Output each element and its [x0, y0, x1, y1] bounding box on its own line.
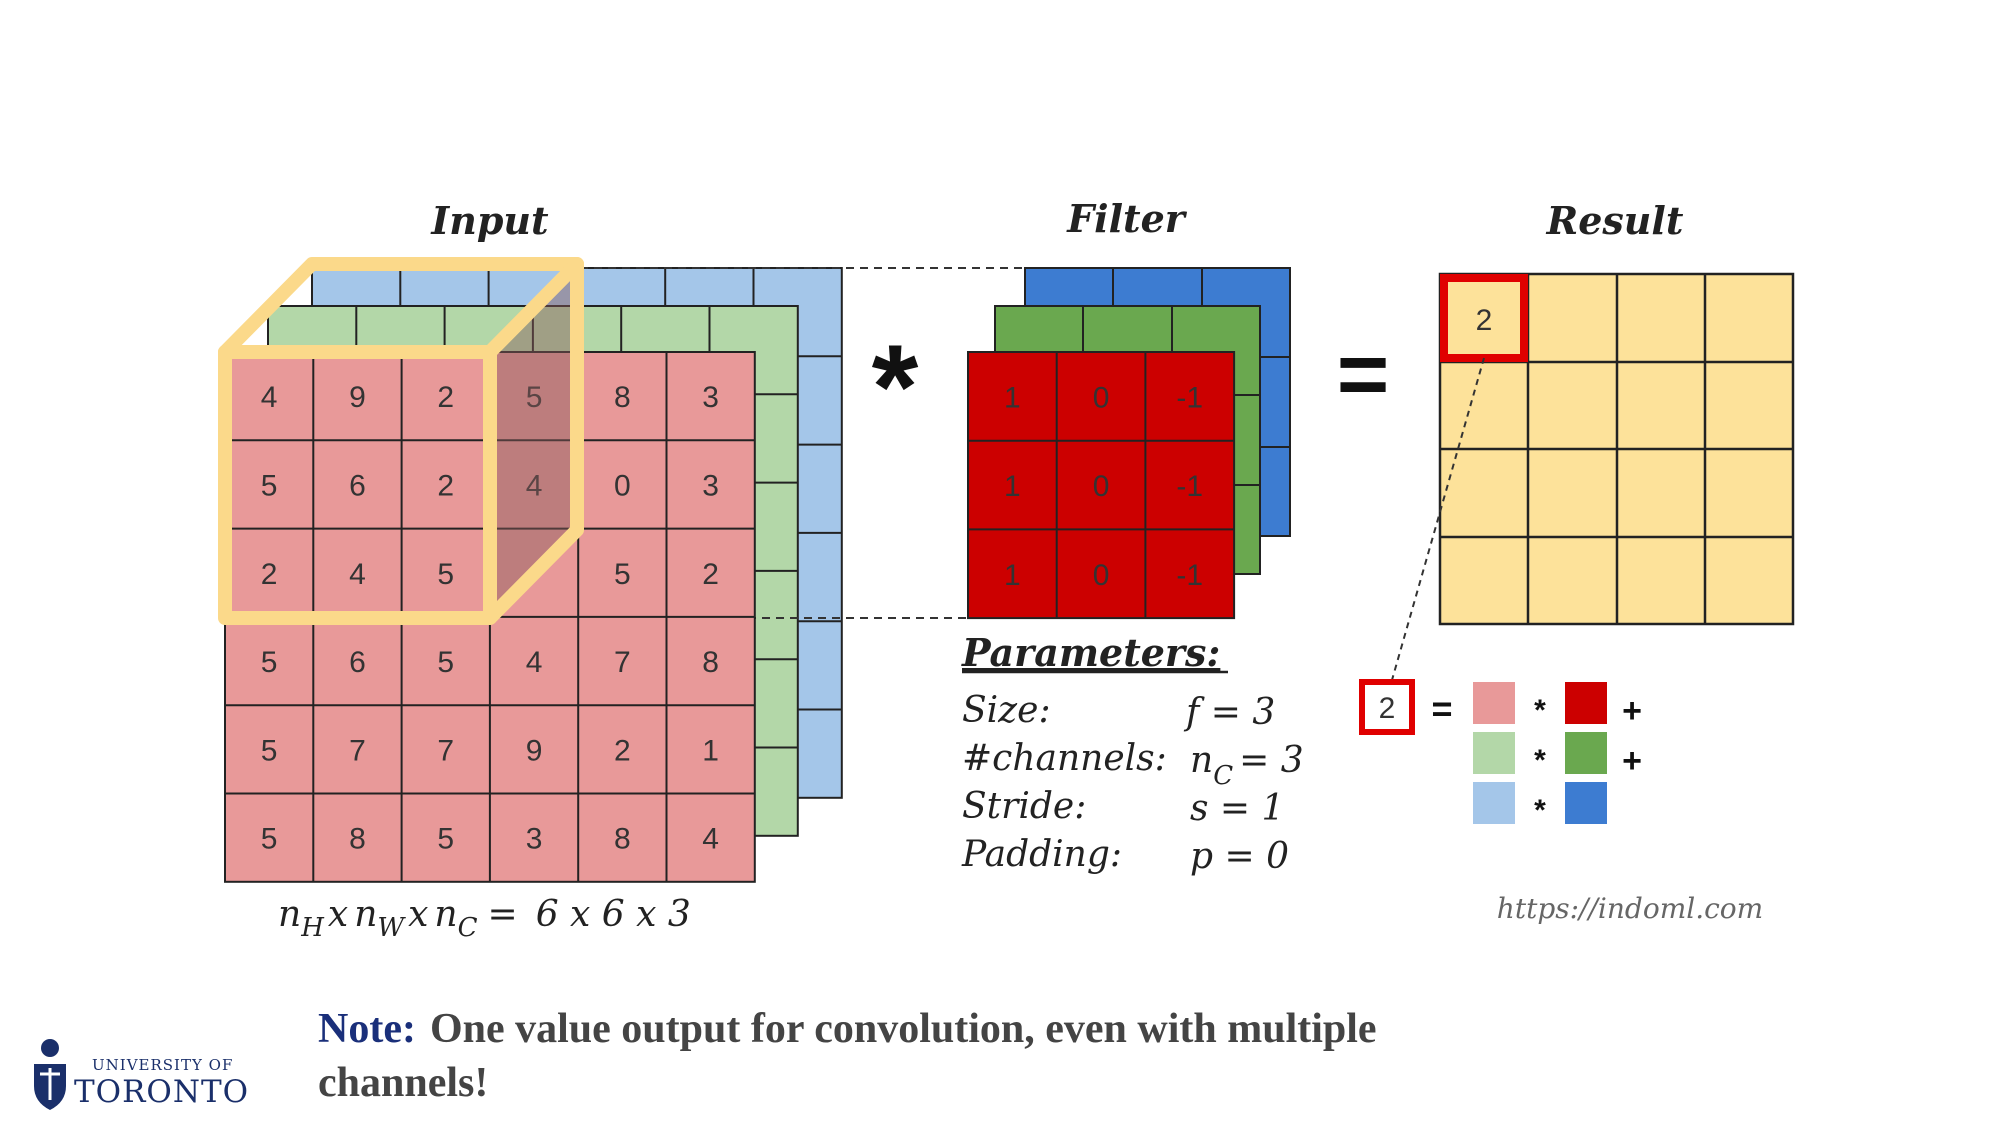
- legend-input-blue: [1473, 782, 1515, 824]
- legend-result-box: [1359, 679, 1415, 735]
- crest-icon: [34, 1039, 66, 1110]
- filter-cell: 0: [1093, 559, 1110, 592]
- legend-times-3: *: [1534, 794, 1546, 827]
- university-logo: UNIVERSITY OF TORONTO: [30, 1034, 250, 1114]
- input-cell: 3: [702, 381, 719, 414]
- param-size-label: Size:: [962, 690, 1051, 731]
- input-cell: 4: [261, 381, 278, 414]
- legend-input-green: [1473, 732, 1515, 774]
- filter-cell: 1: [1004, 381, 1021, 414]
- note-label: Note:: [318, 1006, 416, 1052]
- param-channels-label: #channels:: [962, 738, 1167, 779]
- input-cell: 5: [437, 646, 454, 679]
- result-connector-line: [1391, 357, 1485, 681]
- input-cell: 2: [437, 469, 454, 502]
- result-first-value: 2: [1476, 304, 1493, 337]
- legend-plus-1: +: [1622, 692, 1642, 730]
- note-text-block: Note:One value output for convolution, e…: [318, 1002, 1498, 1110]
- input-cell: 4: [526, 469, 543, 502]
- filter-title: Filter: [1066, 196, 1188, 241]
- param-padding-label: Padding:: [961, 834, 1122, 875]
- input-cell: 4: [702, 823, 719, 856]
- logo-line-2: TORONTO: [74, 1074, 250, 1110]
- param-padding-value: p = 0: [1190, 836, 1289, 877]
- legend-times-2: *: [1534, 744, 1546, 777]
- result-grid: 2: [1438, 272, 1795, 626]
- legend-filter-red: [1565, 682, 1607, 724]
- filter-front-channel: 1 0 -1 1 0 -1 1 0 -1: [967, 351, 1236, 620]
- input-cell: 4: [349, 558, 366, 591]
- legend-filter-green: [1565, 732, 1607, 774]
- legend-times-1: *: [1534, 694, 1546, 727]
- param-channels-value: nC= 3: [1190, 740, 1304, 791]
- legend-equals: =: [1431, 688, 1452, 729]
- input-cell: 2: [261, 558, 278, 591]
- input-cell: 3: [702, 469, 719, 502]
- input-cell: 5: [261, 469, 278, 502]
- equals-operator: =: [1337, 325, 1390, 425]
- input-cell: 5: [526, 381, 543, 414]
- filter-cell: -1: [1176, 470, 1203, 503]
- input-cell: 5: [261, 646, 278, 679]
- input-cell: 2: [614, 734, 631, 767]
- input-cell: 8: [614, 823, 631, 856]
- input-cell: 2: [437, 381, 454, 414]
- legend-input-red: [1473, 682, 1515, 724]
- input-cell: 2: [702, 558, 719, 591]
- input-cell: 1: [702, 734, 719, 767]
- input-cell: 7: [437, 734, 454, 767]
- input-cell: 0: [614, 469, 631, 502]
- filter-cell: 0: [1093, 381, 1110, 414]
- input-cell: 8: [702, 646, 719, 679]
- input-cell: 5: [261, 734, 278, 767]
- result-title: Result: [1546, 198, 1684, 243]
- input-cell: 4: [526, 646, 543, 679]
- input-cell: 9: [349, 381, 366, 414]
- input-cell: 8: [349, 823, 366, 856]
- input-cell: 5: [261, 823, 278, 856]
- input-cell: 6: [349, 646, 366, 679]
- parameters-heading: Parameters:: [961, 630, 1220, 675]
- legend-plus-2: +: [1622, 742, 1642, 780]
- logo-line-1: UNIVERSITY OF: [92, 1056, 234, 1074]
- input-title: Input: [430, 198, 549, 243]
- param-stride-label: Stride:: [962, 786, 1086, 827]
- input-cell: 6: [349, 469, 366, 502]
- input-cell: 5: [437, 823, 454, 856]
- input-cell: 5: [614, 558, 631, 591]
- note-text: One value output for convolution, even w…: [318, 1006, 1377, 1106]
- parameters-block: Parameters: Size: f = 3 #channels: nC= 3…: [961, 630, 1304, 877]
- convolution-operator: *: [872, 320, 919, 454]
- filter-cell: -1: [1176, 381, 1203, 414]
- input-cell: 5: [437, 558, 454, 591]
- input-cell: 8: [614, 381, 631, 414]
- receptive-field-cube: [218, 257, 584, 625]
- param-size-value: f = 3: [1183, 692, 1275, 733]
- input-cell: 7: [349, 734, 366, 767]
- legend-result-value: 2: [1379, 692, 1396, 725]
- filter-cell: 1: [1004, 559, 1021, 592]
- input-cell: 7: [614, 646, 631, 679]
- input-cell: 9: [526, 734, 543, 767]
- filter-front-grid-background: [967, 351, 1236, 620]
- channel-sum-legend: 2 = * + * + *: [1359, 679, 1642, 827]
- filter-cell: 0: [1093, 470, 1110, 503]
- param-stride-value: s = 1: [1190, 788, 1284, 829]
- filter-cell: 1: [1004, 470, 1021, 503]
- source-url: https://indoml.com: [1497, 892, 1763, 925]
- input-cell: 3: [526, 823, 543, 856]
- legend-filter-blue: [1565, 782, 1607, 824]
- filter-cell: -1: [1176, 559, 1203, 592]
